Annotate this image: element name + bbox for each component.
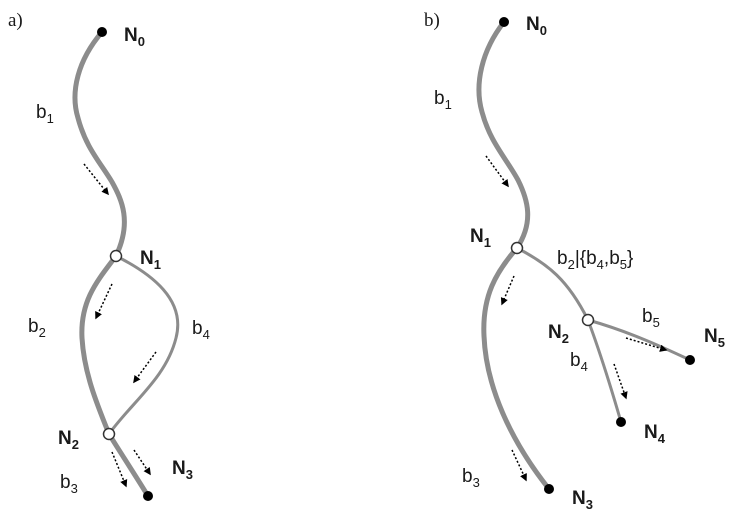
- node-label-b-n5: N5: [704, 326, 725, 350]
- branch-label-a-b2: b2: [28, 316, 46, 340]
- node-label-a-n2: N2: [58, 428, 79, 452]
- panel-a-label: a): [8, 10, 23, 31]
- panel-b-label: b): [424, 10, 440, 31]
- branch-label-a-b3: b3: [60, 472, 78, 496]
- node-label-b-n0: N0: [526, 14, 547, 38]
- branch-label-b-b5: b5: [642, 306, 660, 330]
- flow-arrow-b-b4: [613, 363, 628, 400]
- node-a-n2: [102, 427, 116, 441]
- flow-arrow-b-b5: [625, 337, 668, 352]
- branch-label-b-b4: b4: [570, 350, 588, 374]
- branch-label-b-b1: b1: [434, 88, 452, 112]
- node-b-n2: [581, 313, 595, 327]
- node-label-b-n4: N4: [644, 422, 666, 446]
- branch-a-b3: [106, 431, 151, 499]
- branch-label-a-b4: b4: [192, 318, 210, 342]
- flow-arrow-b-b3-upper: [500, 275, 515, 306]
- node-b-n0: [499, 17, 509, 27]
- branch-a-b4: [107, 254, 180, 436]
- node-b-n4: [616, 417, 626, 427]
- branch-a-b1: [72, 29, 127, 259]
- node-a-n0: [97, 27, 107, 37]
- node-b-n5: [685, 355, 695, 365]
- node-label-a-n0: N0: [124, 25, 145, 49]
- branch-b-b1: [476, 19, 531, 251]
- flow-arrow-a-b1: [83, 163, 109, 196]
- branch-label-a-b1: b1: [36, 102, 54, 126]
- branch-label-b-b3: b3: [462, 466, 480, 490]
- branch-b-b4: [586, 318, 623, 424]
- node-label-b-n1: N1: [470, 226, 491, 250]
- flow-arrow-b-b3-lower: [511, 449, 527, 482]
- branch-b-b2: [515, 246, 590, 322]
- branch-b-b3: [481, 245, 552, 492]
- flow-arrow-a-b2: [95, 283, 113, 320]
- node-b-n1: [510, 241, 524, 255]
- flow-arrow-a-b3-alt: [133, 449, 151, 476]
- branch-a-b2: [79, 253, 119, 437]
- node-label-b-n2: N2: [548, 322, 569, 346]
- node-a-n1: [109, 249, 123, 263]
- panel-a: a) N0 N1 N2 N3 b1 b2 b4 b3: [8, 10, 210, 501]
- flow-arrow-a-b4: [133, 351, 157, 384]
- node-a-n3: [143, 491, 153, 501]
- branch-b-b5: [586, 318, 692, 362]
- node-label-b-n3: N3: [572, 488, 593, 512]
- panel-b: b) N0 N1 N2 N3 N4 N5 b1 b2|{b4,b5} b4 b5…: [424, 10, 725, 512]
- branch-label-b-b2-composite: b2|{b4,b5}: [557, 248, 633, 272]
- node-label-a-n1: N1: [140, 248, 161, 272]
- node-b-n3: [544, 484, 554, 494]
- node-label-a-n3: N3: [172, 458, 193, 482]
